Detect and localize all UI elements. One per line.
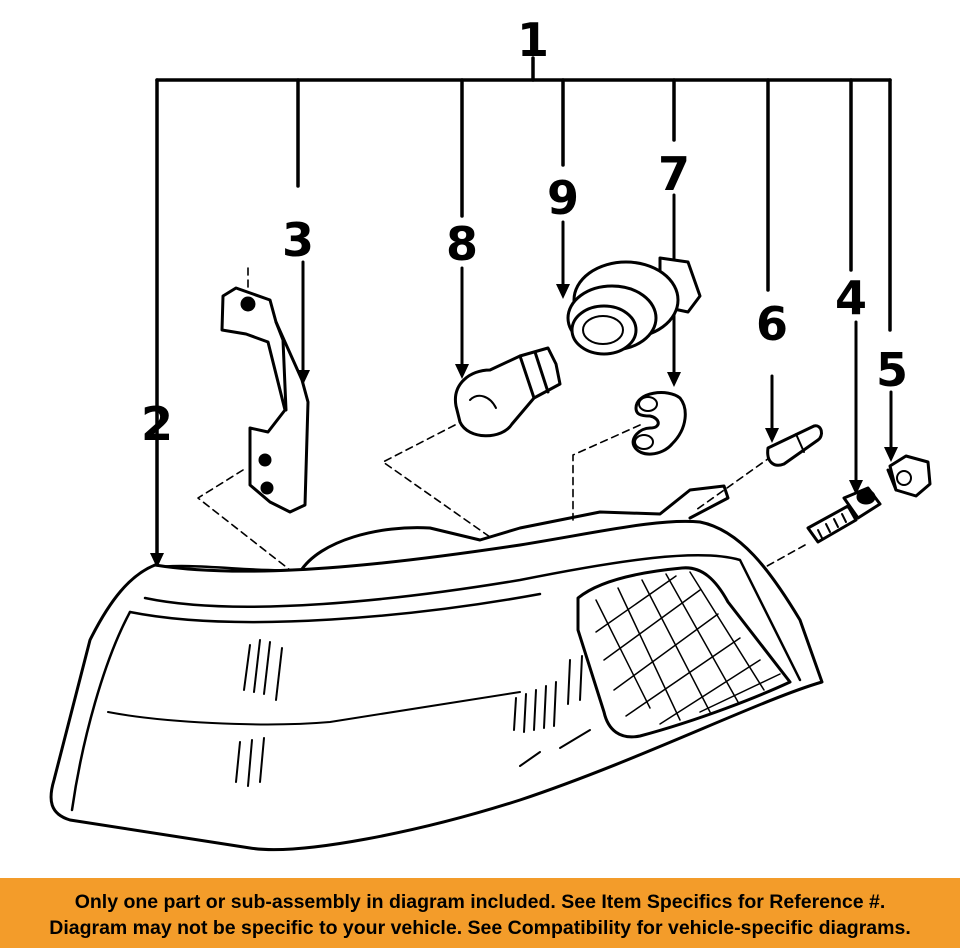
- bulb-socket: [566, 256, 702, 356]
- assembly-dash-lines: [197, 267, 806, 571]
- disclaimer-line-1: Only one part or sub-assembly in diagram…: [74, 891, 886, 913]
- callout-8: 8: [446, 217, 478, 271]
- callout-1: 1: [517, 13, 549, 67]
- callout-1-bracket: [155, 56, 892, 560]
- callout-numbers: 1 2 3 4 5 6 7 8 9: [141, 13, 908, 451]
- bulb: [453, 346, 562, 438]
- callout-9: 9: [547, 171, 579, 225]
- callout-2: 2: [141, 397, 173, 451]
- callout-5: 5: [876, 343, 908, 397]
- exploded-parts-diagram: 1 2 3 4 5 6 7 8 9: [49, 13, 932, 852]
- lamp-assembly: [49, 484, 824, 852]
- callout-7: 7: [658, 147, 690, 201]
- callout-3: 3: [282, 213, 314, 267]
- disclaimer-banner: Only one part or sub-assembly in diagram…: [0, 878, 960, 948]
- arrow-heads: [150, 284, 898, 568]
- seal: [631, 391, 687, 456]
- clip-nut: [886, 454, 932, 498]
- mounting-bracket: [220, 286, 310, 514]
- pin: [766, 424, 823, 467]
- callout-6: 6: [756, 297, 788, 351]
- leader-lines: [155, 193, 893, 562]
- disclaimer-line-2: Diagram may not be specific to your vehi…: [49, 917, 911, 939]
- screw: [806, 486, 882, 544]
- callout-4: 4: [835, 271, 867, 325]
